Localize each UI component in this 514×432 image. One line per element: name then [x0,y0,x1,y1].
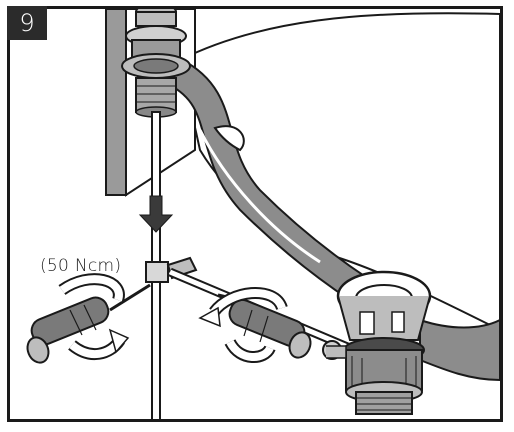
rotate-arrow-icon [198,287,288,363]
drain-valve-icon [322,270,432,415]
rotate-arrow-icon [58,273,130,360]
down-arrow-icon [138,195,174,233]
pop-up-head [121,9,191,118]
screwdriver-icon [26,283,151,364]
step-number-badge: 9 [7,6,47,40]
torque-label: (50 Ncm) [40,256,122,276]
